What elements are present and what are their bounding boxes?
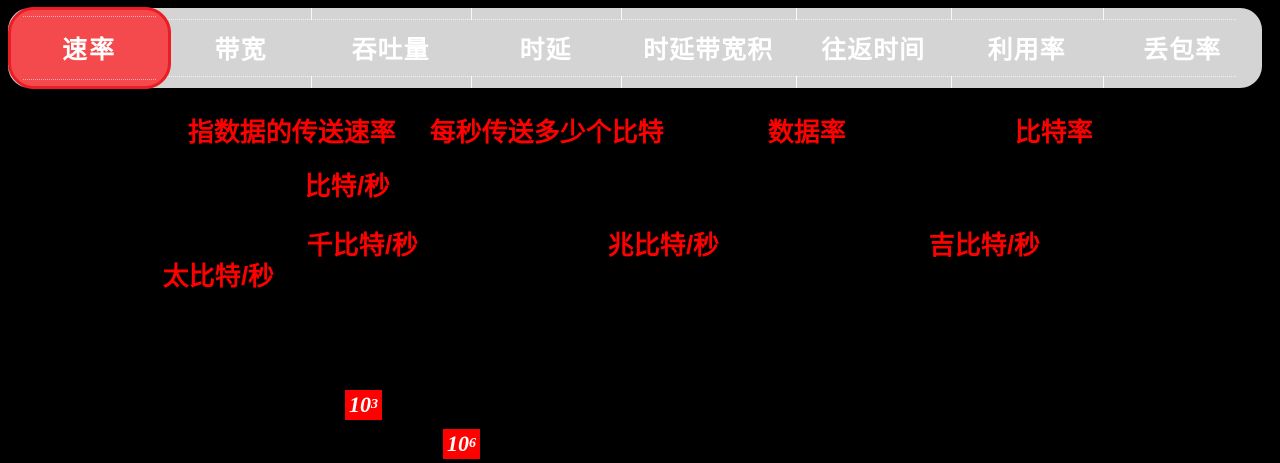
tab-shiyandaikuanji[interactable]: 时延带宽积 (621, 8, 796, 88)
tab-notch-top-icon (1103, 8, 1104, 20)
tab-label: 速率 (62, 36, 117, 64)
tab-label: 利用率 (987, 36, 1066, 64)
tab-bar: 带宽 吞吐量 时延 时延带宽积 往返时间 利用率 丢包率 速率 (8, 7, 1262, 89)
exponent-chip-base: 10 (447, 431, 469, 456)
tab-label: 带宽 (214, 36, 267, 64)
annotation-bit-rate: 比特率 (1015, 117, 1094, 147)
tab-label: 时延带宽积 (643, 36, 774, 64)
tab-notch-bottom-icon (471, 76, 472, 88)
annotation-unit-terabit-per-second: 太比特/秒 (163, 261, 275, 291)
tab-notch-top-icon (311, 8, 312, 20)
tab-notch-bottom-icon (621, 76, 622, 88)
tab-notch-bottom-icon (796, 76, 797, 88)
tab-bar-track (8, 8, 1262, 88)
tab-notch-bottom-icon (311, 76, 312, 88)
tab-notch-bottom-icon (1103, 76, 1104, 88)
tab-notch-top-icon (951, 8, 952, 20)
annotation-unit-megabit-per-second: 兆比特/秒 (608, 230, 720, 260)
tab-notch-top-icon (621, 8, 622, 20)
annotation-data-rate: 数据率 (768, 117, 847, 147)
tab-daikuan[interactable]: 带宽 (171, 8, 311, 88)
tab-liyonglv[interactable]: 利用率 (951, 8, 1103, 88)
tab-label: 往返时间 (821, 36, 926, 64)
tab-sulv-active[interactable]: 速率 (8, 7, 171, 89)
annotation-bits-per-second-desc: 每秒传送多少个比特 (430, 117, 665, 147)
tab-diubaolv[interactable]: 丢包率 (1103, 8, 1262, 88)
tab-label: 丢包率 (1143, 36, 1222, 64)
annotation-unit-bit-per-second: 比特/秒 (305, 171, 391, 201)
exponent-chip-exponent: 6 (469, 436, 476, 451)
tab-label: 时延 (519, 36, 572, 64)
exponent-chip-base: 10 (349, 392, 371, 417)
tab-label: 吞吐量 (351, 36, 430, 64)
annotation-unit-kilobit-per-second: 千比特/秒 (307, 230, 419, 260)
annotation-unit-gigabit-per-second: 吉比特/秒 (929, 230, 1041, 260)
tab-notch-top-icon (796, 8, 797, 20)
tab-wangfanshijian[interactable]: 往返时间 (796, 8, 951, 88)
annotation-transmission-rate: 指数据的传送速率 (188, 117, 397, 147)
tab-tuntuliang[interactable]: 吞吐量 (311, 8, 471, 88)
tab-shiyan[interactable]: 时延 (471, 8, 621, 88)
tab-notch-bottom-icon (951, 76, 952, 88)
tab-notch-top-icon (471, 8, 472, 20)
exponent-chip-exponent: 3 (371, 397, 378, 412)
